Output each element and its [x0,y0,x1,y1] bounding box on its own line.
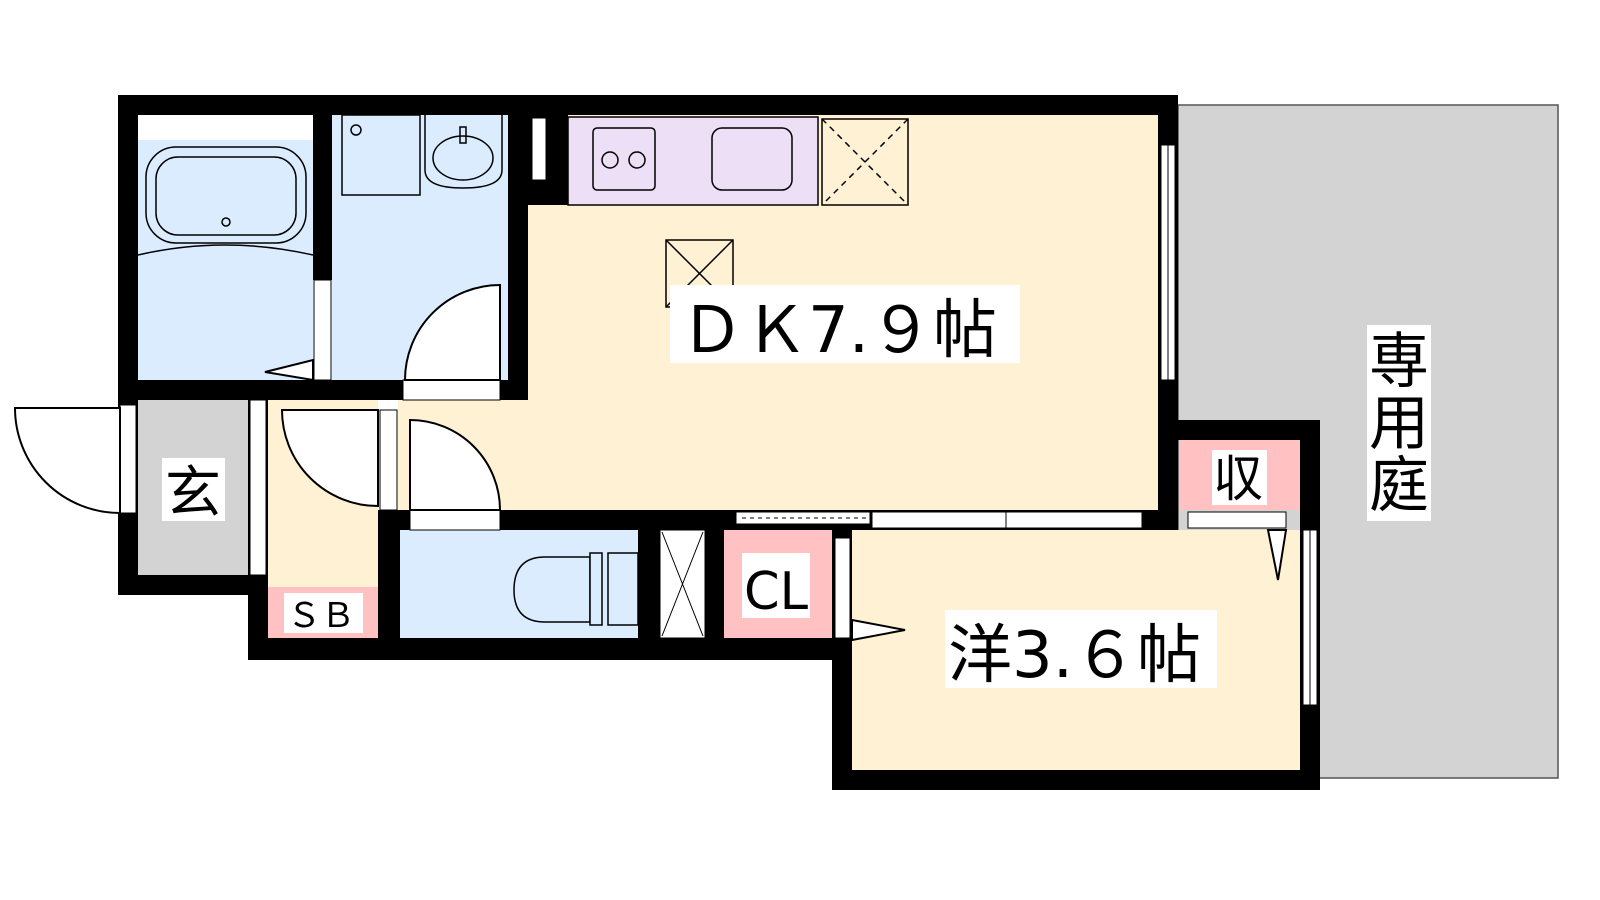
storage-label: 収 [1213,450,1263,508]
kitchen-counter [567,116,819,206]
toilet-icon [513,552,639,626]
washbasin-icon [341,114,503,196]
shoe-box-label: ＳＢ [287,596,355,636]
garden-label-char: 専 [1369,327,1429,397]
bathtub-icon [137,146,314,256]
sink-icon [711,127,793,191]
bathroom [138,140,313,380]
stove-icon [592,127,656,191]
dk-label: ＤＫ7.９帖 [680,294,997,368]
garden-label: 専用庭 [1369,327,1429,521]
garden-label-char: 用 [1369,389,1429,459]
entrance-label: 玄 [165,461,221,526]
closet-label: CL [744,562,808,622]
western-room-label: 洋3.６帖 [948,619,1201,693]
garden-label-char: 庭 [1369,451,1429,521]
door-swings [13,283,1288,642]
fridge-space-icon [821,118,909,206]
